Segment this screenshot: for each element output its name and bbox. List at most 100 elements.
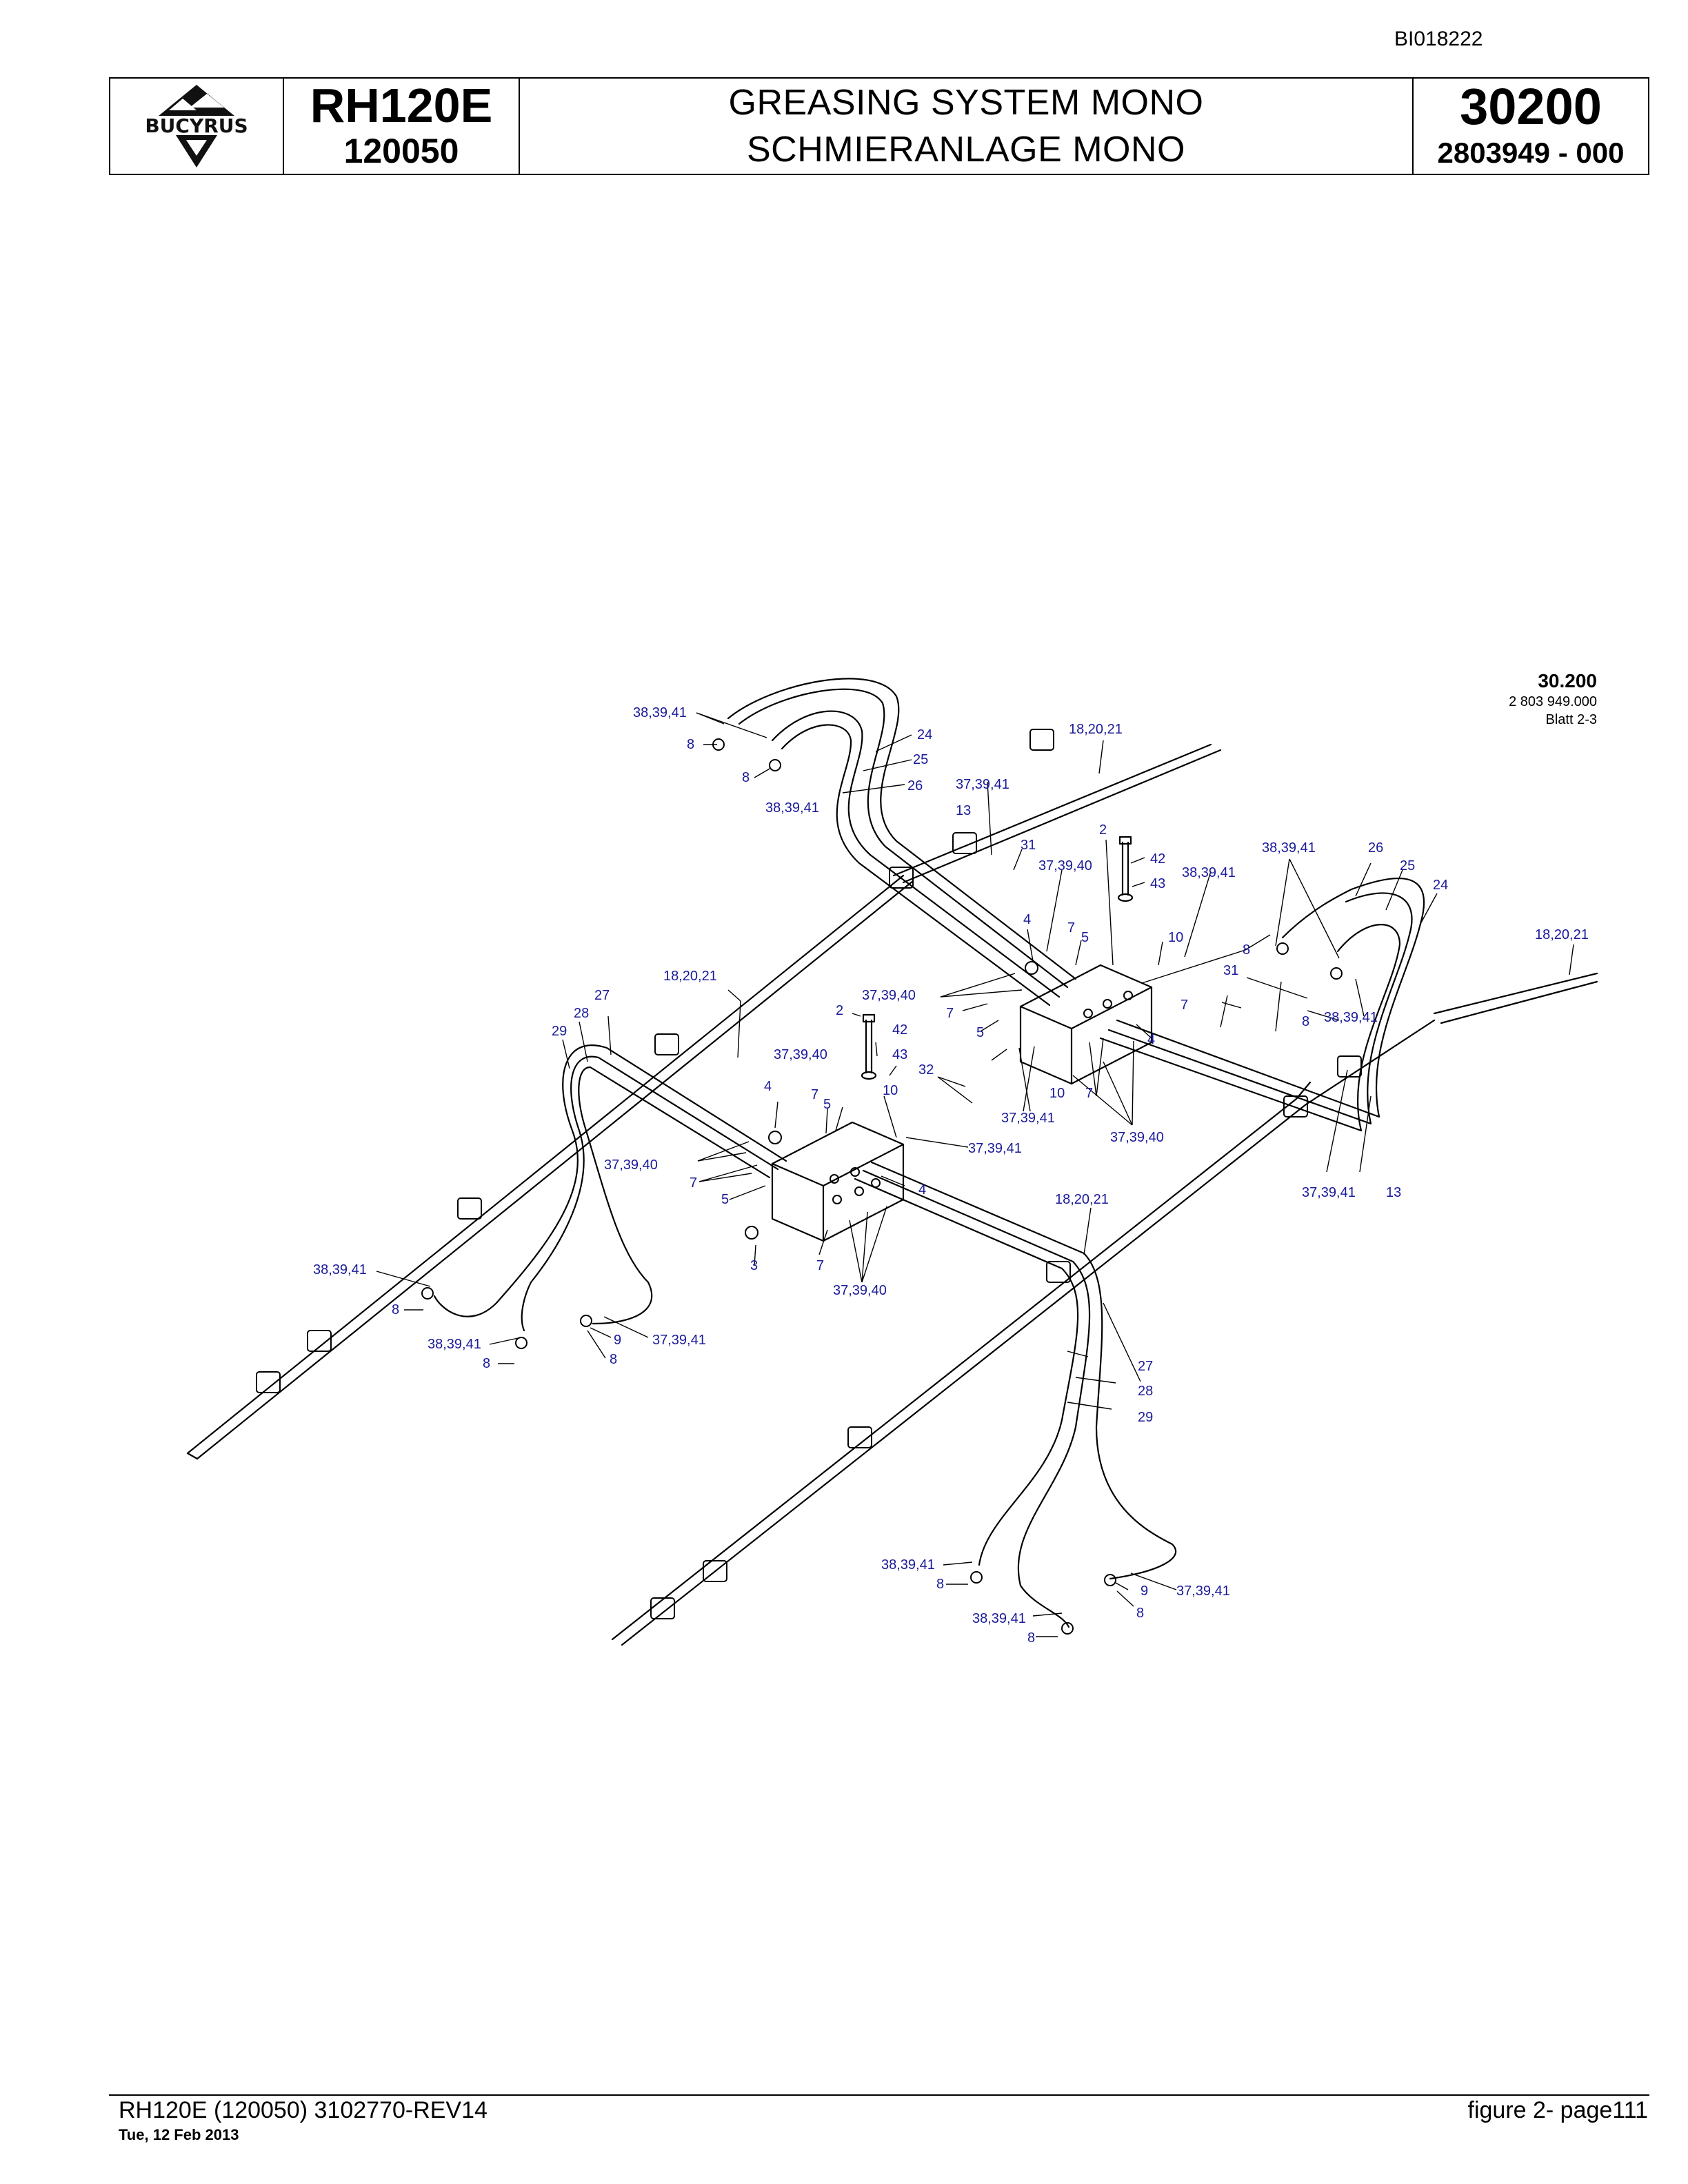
callout-label: 4 [1023,912,1031,927]
callout-label: 7 [1085,1086,1093,1101]
callout-label: 25 [1400,858,1415,873]
callout-label: 31 [1021,838,1036,853]
callout-label: 28 [1138,1384,1153,1399]
callout-label: 5 [721,1192,729,1207]
title-cell: GREASING SYSTEM MONO SCHMIERANLAGE MONO [520,79,1414,174]
callout-label: 24 [917,727,932,742]
callout-label: 7 [1180,998,1188,1013]
exploded-view-drawing: 38,39,41 8 8 38,39,41 24 25 26 18,20,21 … [186,670,1598,1646]
callout-label: 4 [764,1079,772,1094]
logo-text: BUCYRUS [145,114,248,137]
callout-label: 38,39,41 [428,1337,481,1352]
callout-label: 37,39,41 [1302,1185,1356,1200]
callout-label: 28 [574,1006,589,1021]
callout-label: 38,39,41 [313,1262,367,1277]
callout-label: 37,39,40 [833,1283,887,1298]
callout-label: 38,39,41 [972,1611,1026,1626]
bucyrus-logo: BUCYRUS [124,85,269,168]
drawing-number: 30.200 [1538,670,1597,691]
callout-label: 8 [1136,1606,1144,1621]
callout-label: 37,39,41 [1176,1584,1230,1599]
callout-label: 42 [1150,851,1165,867]
group-number: 30200 [1460,78,1602,135]
callout-label: 29 [552,1024,567,1039]
callout-label: 8 [1243,942,1250,958]
callout-label: 5 [1081,930,1089,945]
callout-label: 7 [811,1087,818,1102]
callout-label: 37,39,40 [862,988,916,1003]
drawing-sheet: Blatt 2-3 [1546,712,1597,727]
callout-label: 37,39,41 [1001,1111,1055,1126]
leader-lines [376,712,1574,1637]
callout-label: 29 [1138,1410,1153,1425]
model-cell: RH120E 120050 [284,79,520,174]
title-english: GREASING SYSTEM MONO [728,83,1204,123]
callout-label: 8 [742,770,750,785]
callout-label: 37,39,40 [604,1157,658,1173]
callout-label: 10 [883,1083,898,1098]
part-number: 2803949 - 000 [1437,136,1625,169]
callout-label: 38,39,41 [1182,865,1236,880]
callout-label: 2 [1099,822,1107,838]
serial-number: 120050 [343,132,459,170]
model-name: RH120E [310,79,493,132]
callout-label: 8 [392,1302,399,1317]
callout-label: 8 [936,1577,944,1592]
callout-label: 27 [594,988,610,1003]
callout-label: 7 [690,1175,697,1191]
callout-label: 2 [836,1003,843,1018]
callout-label: 7 [816,1258,824,1273]
callout-label: 8 [687,737,694,752]
title-block: BUCYRUS RH120E 120050 GREASING SYSTEM MO… [109,77,1649,175]
footer-rule [109,2094,1649,2096]
callout-label: 37,39,41 [956,777,1009,792]
callout-label: 4 [918,1182,926,1197]
callout-label: 10 [1049,1086,1065,1101]
callout-label: 37,39,41 [652,1333,706,1348]
callout-label: 5 [823,1097,831,1112]
callout-label: 24 [1433,878,1448,893]
callout-label: 8 [1027,1630,1035,1646]
callout-label: 8 [610,1352,617,1367]
callout-label: 26 [1368,840,1383,856]
drawing-reference: 30.200 2 803 949.000 Blatt 2-3 [1509,670,1597,727]
number-cell: 30200 2803949 - 000 [1414,79,1648,174]
callout-label: 13 [1386,1185,1401,1200]
footer-document-ref: RH120E (120050) 3102770-REV14 [119,2097,488,2123]
callout-label: 9 [614,1333,621,1348]
footer-page-ref: figure 2- page111 [1467,2097,1649,2123]
callout-label: 38,39,41 [765,800,819,816]
callout-label: 38,39,41 [1262,840,1316,856]
callout-label: 32 [918,1062,934,1078]
callout-label: 31 [1223,963,1238,978]
callout-label: 18,20,21 [1055,1192,1109,1207]
callout-label: 18,20,21 [1069,722,1123,737]
drawing-code: 2 803 949.000 [1509,694,1597,709]
callout-label: 43 [1150,876,1165,891]
callout-label: 18,20,21 [1535,927,1589,942]
callout-label: 37,39,40 [1038,858,1092,873]
callout-label: 13 [956,803,971,818]
callout-label: 3 [750,1258,758,1273]
document-id: BI018222 [1394,28,1483,50]
callout-label: 8 [1302,1014,1309,1029]
callout-label: 7 [946,1006,954,1021]
callout-label: 43 [892,1047,907,1062]
callout-label: 27 [1138,1359,1153,1374]
drawing-linework [186,678,1598,1646]
callout-label: 18,20,21 [663,969,717,984]
callout-label: 42 [892,1022,907,1038]
callout-label: 7 [1067,920,1075,936]
callout-label: 37,39,41 [968,1141,1022,1156]
logo-cell: BUCYRUS [110,79,284,174]
callout-label: 10 [1168,930,1183,945]
callout-label: 37,39,40 [1110,1130,1164,1145]
callout-label: 5 [976,1025,984,1040]
callout-label: 37,39,40 [774,1047,827,1062]
title-german: SCHMIERANLAGE MONO [747,130,1185,170]
callout-label: 4 [1147,1032,1155,1047]
callout-label: 38,39,41 [881,1557,935,1573]
footer-date: Tue, 12 Feb 2013 [119,2126,239,2143]
callout-label: 8 [483,1356,490,1371]
callout-label: 38,39,41 [633,705,687,720]
